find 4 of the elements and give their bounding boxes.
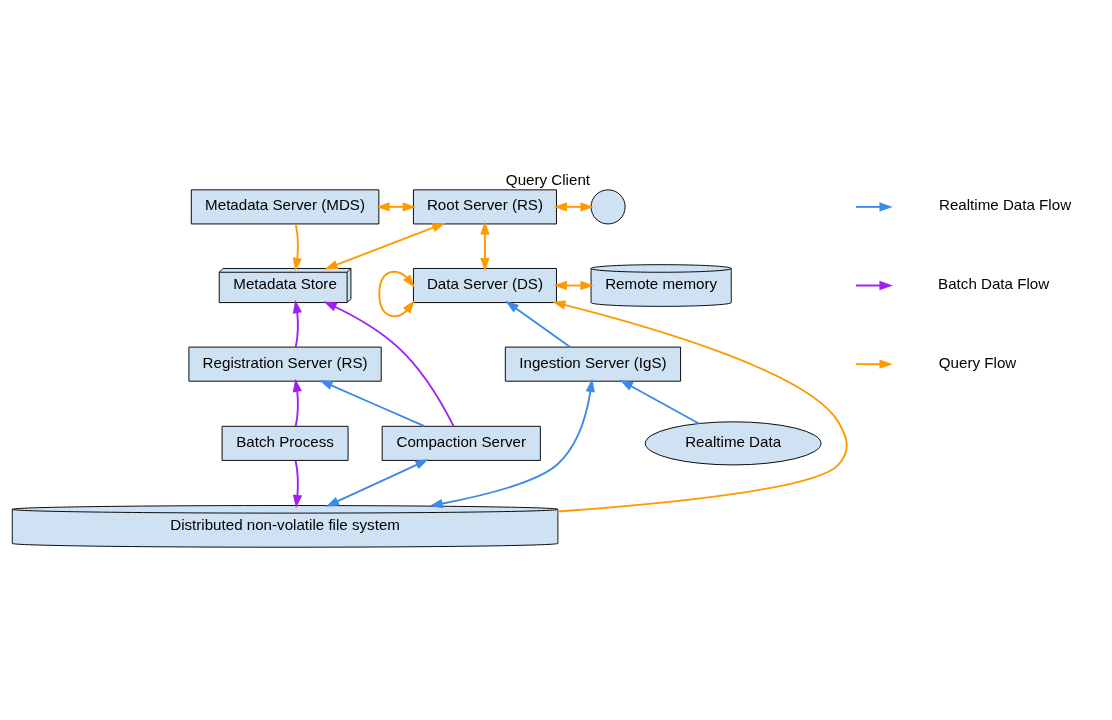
legend-label: Query Flow (938, 353, 1017, 371)
node-label: Query Client (505, 170, 591, 188)
legend-label: Realtime Data Flow (938, 196, 1072, 214)
legend-label: Batch Data Flow (938, 275, 1050, 293)
